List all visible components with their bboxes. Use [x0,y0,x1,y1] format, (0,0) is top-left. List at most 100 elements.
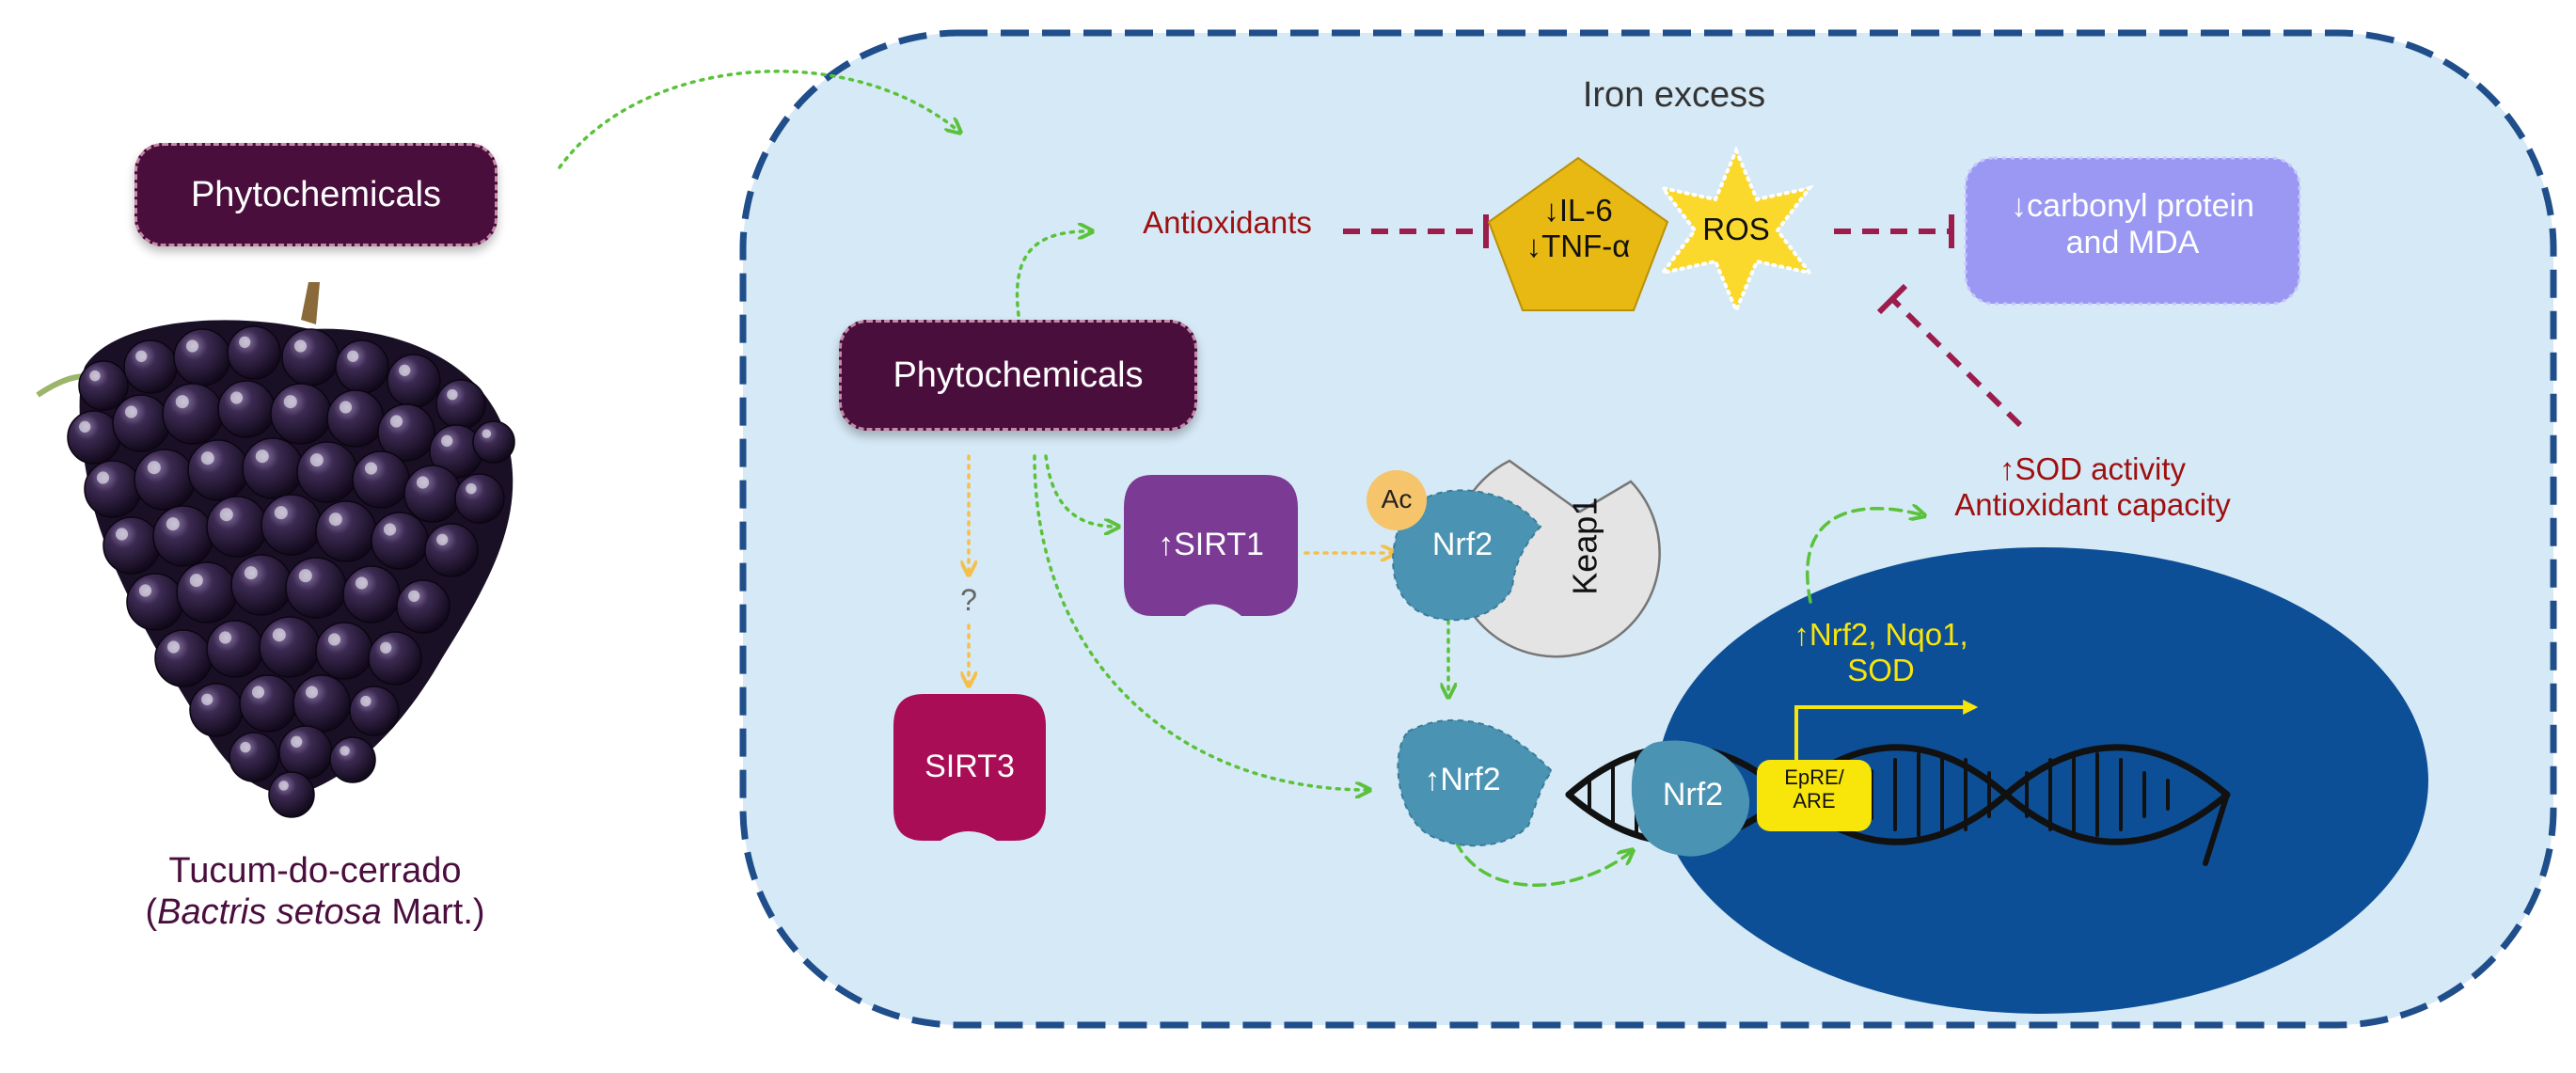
berry [403,465,462,523]
berry-highlight [347,350,359,362]
berry [342,565,401,623]
ebre-are-box [1757,760,1872,831]
berry [152,505,214,567]
berry [187,439,249,501]
berry-highlight [383,523,397,536]
berry-highlight [229,391,244,404]
carbonyl-line2: and MDA [2065,225,2200,261]
berry-highlight [482,429,492,439]
berry-highlight [327,633,341,646]
berry [227,325,281,380]
cell-phytochemicals-label: Phytochemicals [893,355,1144,395]
berry-highlight [283,395,297,409]
berry [242,437,304,499]
fruit-caption-line2: (Bactris setosa Mart.) [85,892,545,934]
berry-highlight [298,569,312,583]
berry-highlight [339,401,353,414]
berry-highlight [185,339,199,353]
cell-phytochemicals-pill: Phytochemicals [839,320,1197,431]
berry [349,686,400,736]
ebre-line1: EpRE/ [1784,765,1844,789]
berry [84,460,142,518]
berry [335,339,389,394]
berry [134,449,196,511]
nrf2-nuclear-shape [1631,740,1750,857]
berry-highlight [272,628,286,642]
genes-text: ↑Nrf2, Nqo1, SOD [1768,617,1994,688]
berry-highlight [364,462,378,475]
berry [368,631,422,686]
berry-highlight [293,339,308,353]
fruit-caption-line1: Tucum-do-cerrado [168,851,462,891]
inhibition-antioxidants-cytokines [1343,214,1489,248]
berry [315,500,377,562]
tnf-label: ↓TNF-α [1525,228,1631,263]
berry-highlight [138,584,152,597]
berry [162,383,224,445]
sirt3-shape [893,694,1046,841]
berry-highlight [124,405,138,418]
ac-label: Ac [1381,484,1413,513]
berry [472,420,515,464]
ebre-are-label: EpRE/ ARE [1759,765,1870,813]
berry [189,683,244,737]
berry-highlight [219,508,233,522]
berry [126,573,184,631]
berry-highlight [79,420,91,433]
carbonyl-box [1964,156,2301,306]
arrow-phyto-antioxidants [1015,231,1091,317]
acetyl-group [1367,470,1427,530]
nrf2-up-shape [1397,719,1554,847]
berry [217,380,276,438]
keap1-label: Keap1 [1565,497,1604,595]
berry [103,516,161,575]
berry [176,561,238,623]
ebre-line2: ARE [1793,789,1836,813]
berry [371,512,429,570]
berry-highlight [328,513,342,527]
berry [454,473,505,524]
berry [112,394,170,452]
berry-highlight [175,395,189,409]
nrf2-up-label: ↑Nrf2 [1424,762,1501,797]
arrow-fruit-to-cell [558,70,959,169]
berry-group [67,325,515,818]
berry [396,579,450,634]
berry [329,736,376,783]
berry-highlight [399,364,411,376]
berry-highlight [96,471,110,484]
berry-highlight [255,450,269,464]
berry [268,771,315,818]
berry [230,554,292,616]
inhibition-sod-ros [1876,283,2023,428]
carbonyl-line1: ↓carbonyl protein [2011,188,2254,224]
arrow-phyto-nrf2 [1033,454,1368,790]
berry-highlight [200,451,214,465]
berry-highlight [115,528,129,541]
cytokines-text: ↓IL-6 ↓TNF-α [1505,193,1651,264]
berry-highlight [360,695,371,707]
nucleus-shape [1657,547,2428,1014]
nrf2-keap-label: Nrf2 [1431,527,1493,562]
berry [270,383,332,445]
berry [435,379,486,430]
berry-highlight [240,741,251,753]
berry [352,450,410,509]
berry [278,725,333,780]
ros-label: ROS [1702,212,1770,246]
berry [315,622,373,680]
berry-highlight [147,461,161,475]
berry-highlight [189,574,203,588]
berry [326,389,385,448]
sirt1-shape [1124,475,1298,616]
berry [285,557,347,619]
transcription-arrow [1794,700,1979,762]
caption-open: ( [145,892,158,932]
berry [387,354,441,408]
genes-line1: ↑Nrf2, Nqo1, [1794,617,1968,652]
arrow-phyto-sirt1 [1044,454,1117,527]
berry-highlight [441,434,453,447]
berry [261,494,323,556]
berry-highlight [340,746,350,756]
